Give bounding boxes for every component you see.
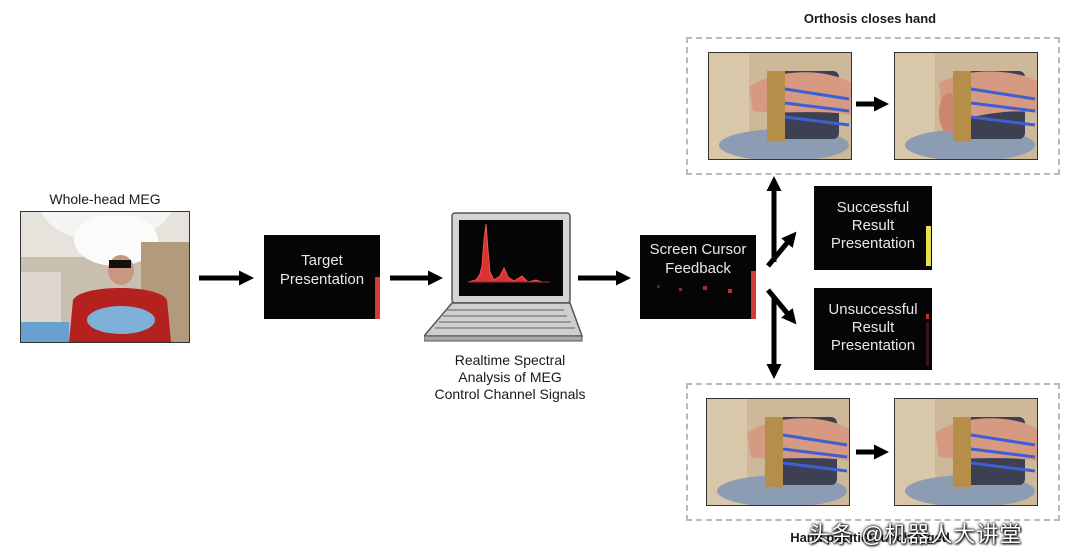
orthosis-closes-title: Orthosis closes hand: [803, 11, 937, 26]
target-presentation-box: Target Presentation: [264, 235, 380, 319]
cursor-line-2: Feedback: [665, 260, 731, 277]
hand-unchanged-group: [686, 383, 1060, 521]
hand-before-photo: [706, 398, 850, 506]
realtime-line-1: Realtime Spectral: [454, 352, 566, 368]
target-line-1: Target: [301, 252, 343, 269]
unsuccessful-result-box: Unsuccessful Result Presentation: [814, 288, 932, 370]
success-line-2: Result: [851, 217, 895, 234]
unsuccess-indicator-mark: [926, 314, 929, 319]
meg-title: Whole-head MEG: [49, 191, 161, 207]
realtime-line-3: Control Channel Signals: [434, 385, 586, 402]
screen-cursor-feedback-box: Screen Cursor Feedback: [640, 235, 756, 319]
cursor-indicator-bar: [751, 271, 756, 319]
unsuccess-line-3: Presentation: [830, 337, 916, 354]
unsuccess-line-1: Unsuccessful: [828, 301, 918, 318]
cursor-dot: [657, 285, 660, 288]
hand-unchanged-title: Hand position unchanged: [790, 530, 950, 545]
cursor-line-1: Screen Cursor: [649, 241, 747, 258]
realtime-analysis-caption: Realtime Spectral Analysis of MEG Contro…: [410, 352, 610, 402]
hand-open-photo: [708, 52, 852, 160]
meg-photo: [20, 211, 190, 343]
laptop-illustration: [424, 210, 584, 346]
arrow-cursor-to-unsuccess: [766, 288, 797, 325]
success-indicator-bar: [926, 226, 931, 266]
hand-closed-photo: [894, 52, 1038, 160]
target-indicator-bar: [375, 277, 380, 319]
target-line-2: Presentation: [279, 271, 365, 288]
orthosis-closes-group: [686, 37, 1060, 175]
unsuccess-indicator-bar: [926, 322, 929, 366]
cursor-dot: [679, 288, 682, 291]
success-line-3: Presentation: [830, 235, 916, 252]
watermark-text: 头条 @机器人大讲堂: [808, 522, 1023, 547]
success-line-1: Successful: [836, 199, 910, 216]
cursor-dot: [703, 286, 707, 290]
cursor-dot: [728, 289, 732, 293]
unsuccess-line-2: Result: [851, 319, 895, 336]
successful-result-box: Successful Result Presentation: [814, 186, 932, 270]
realtime-line-2: Analysis of MEG: [458, 368, 562, 385]
hand-after-photo: [894, 398, 1038, 506]
